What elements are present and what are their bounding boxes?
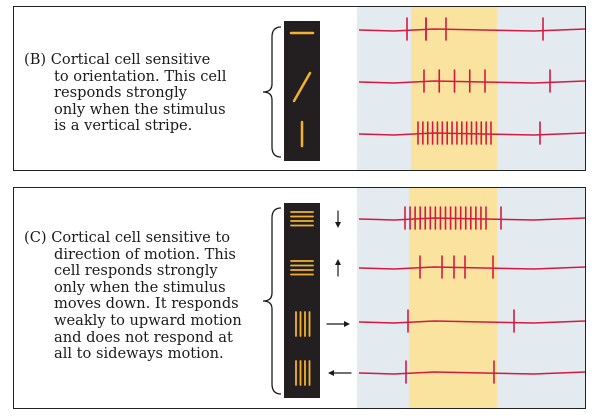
caption-line: to orientation. This cell bbox=[54, 67, 227, 85]
baseline-trace bbox=[358, 320, 585, 324]
spike-train bbox=[358, 121, 585, 145]
baseline-trace bbox=[358, 371, 585, 375]
stimulus-bar-group bbox=[295, 360, 311, 386]
down-arrow-icon bbox=[335, 210, 341, 228]
caption-line: direction of motion. This bbox=[54, 245, 236, 263]
curly-brace bbox=[262, 207, 282, 395]
arrow-head bbox=[335, 222, 341, 228]
caption-line: all to sideways motion. bbox=[54, 345, 224, 363]
curly-brace bbox=[262, 26, 282, 158]
caption-line: is a vertical stripe. bbox=[54, 117, 193, 135]
spike-train bbox=[358, 255, 585, 279]
panel-b-figure bbox=[262, 7, 585, 170]
caption-line: only when the stimulus bbox=[54, 100, 226, 118]
panel-b: (B) Cortical cell sensitive to orientati… bbox=[13, 6, 586, 171]
spike-train bbox=[358, 360, 585, 384]
caption-line: cell responds strongly bbox=[54, 262, 218, 280]
stimulus-bar-group bbox=[295, 311, 311, 337]
panel-c-figure bbox=[262, 188, 585, 408]
caption-line: (C) Cortical cell sensitive to bbox=[24, 229, 231, 246]
spike-train bbox=[358, 17, 585, 41]
baseline-trace bbox=[358, 266, 585, 270]
stimulus-bar-group bbox=[290, 260, 314, 276]
right-arrow-icon bbox=[326, 321, 350, 327]
caption-line: moves down. It responds bbox=[54, 295, 239, 313]
stimulus-on-band bbox=[409, 188, 497, 408]
spike-train bbox=[358, 69, 585, 93]
panel-b-caption: (B) Cortical cell sensitive to orientati… bbox=[24, 51, 227, 135]
arrow-head bbox=[335, 259, 341, 265]
left-arrow-icon bbox=[328, 370, 352, 376]
baseline-trace bbox=[358, 132, 585, 136]
stimulus-box bbox=[284, 203, 320, 398]
baseline-trace bbox=[358, 80, 585, 84]
caption-line: only when the stimulus bbox=[54, 278, 226, 296]
panel-c: (C) Cortical cell sensitive to direction… bbox=[13, 187, 586, 409]
stimulus-bar bbox=[292, 71, 312, 103]
spike-train bbox=[358, 206, 585, 230]
caption-line: and does not respond at bbox=[54, 328, 233, 346]
arrow-head bbox=[344, 321, 350, 327]
caption-line: responds strongly bbox=[54, 84, 187, 102]
caption-line: (B) Cortical cell sensitive bbox=[24, 51, 211, 68]
spike-train bbox=[358, 309, 585, 333]
arrow-head bbox=[328, 370, 334, 376]
stimulus-bar-group bbox=[290, 211, 314, 227]
baseline-trace bbox=[358, 217, 585, 221]
up-arrow-icon bbox=[335, 259, 341, 277]
caption-line: weakly to upward motion bbox=[54, 311, 242, 329]
panel-c-caption: (C) Cortical cell sensitive to direction… bbox=[24, 229, 242, 363]
